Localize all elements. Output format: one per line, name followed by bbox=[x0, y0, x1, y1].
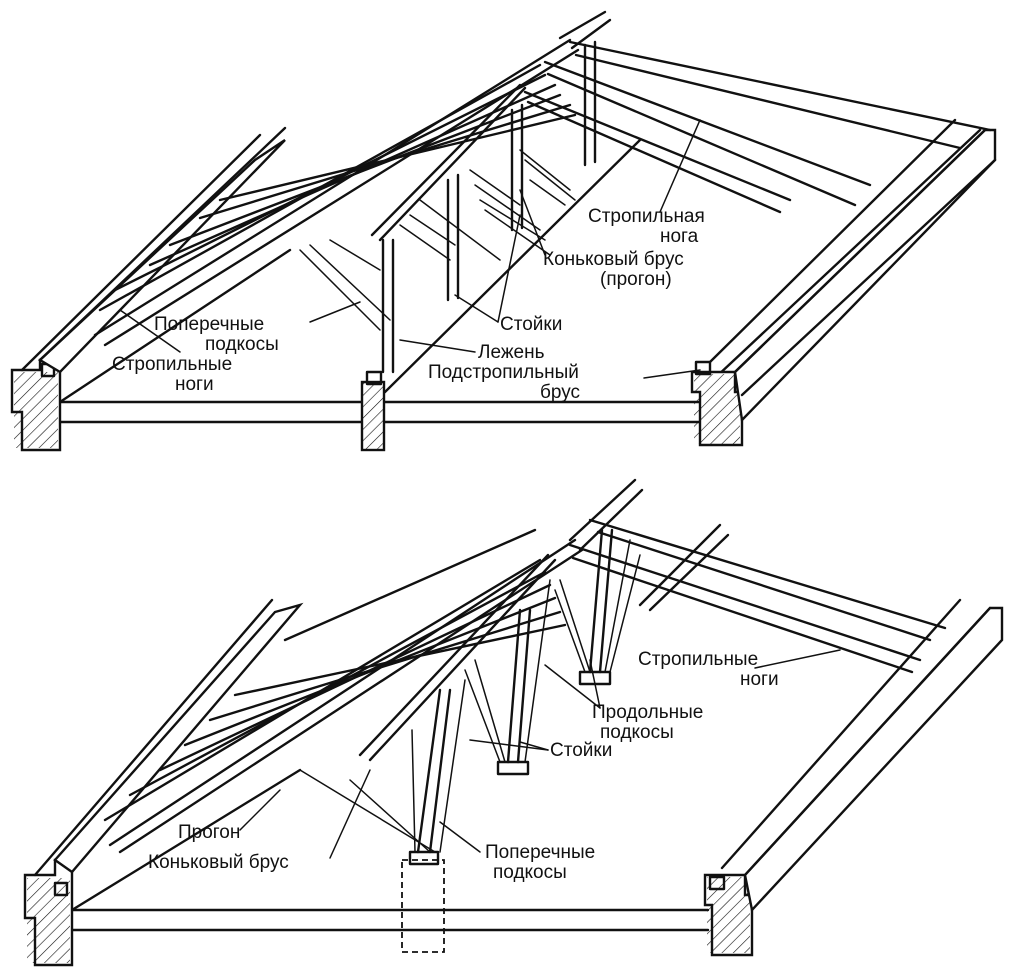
top-leader-lines bbox=[119, 119, 701, 379]
bottom-braces bbox=[299, 539, 641, 853]
label-bed-beam: Лежень bbox=[478, 342, 545, 363]
top-rafters-left bbox=[93, 10, 612, 347]
label-posts-bottom: Стойки bbox=[550, 740, 612, 761]
top-right-wall bbox=[690, 118, 997, 447]
top-ridge-and-right bbox=[370, 40, 992, 242]
top-posts bbox=[381, 40, 597, 374]
bottom-leader-lines bbox=[239, 649, 841, 859]
bottom-floor-beams bbox=[70, 768, 710, 932]
bottom-posts bbox=[416, 528, 614, 854]
bottom-right-wall bbox=[703, 598, 1004, 957]
label-ridge-beam-bottom: Коньковый брус bbox=[148, 852, 289, 873]
bottom-rafters-left bbox=[103, 478, 644, 854]
bottom-ridge-and-right bbox=[358, 518, 947, 762]
label-purlin: Прогон bbox=[178, 822, 240, 843]
top-middle-wall bbox=[360, 370, 386, 452]
label-posts: Стойки bbox=[500, 314, 562, 335]
label-ridge-beam: Коньковый брус(прогон) bbox=[543, 249, 684, 290]
bottom-left-wall bbox=[23, 598, 304, 967]
top-braces bbox=[299, 149, 576, 331]
